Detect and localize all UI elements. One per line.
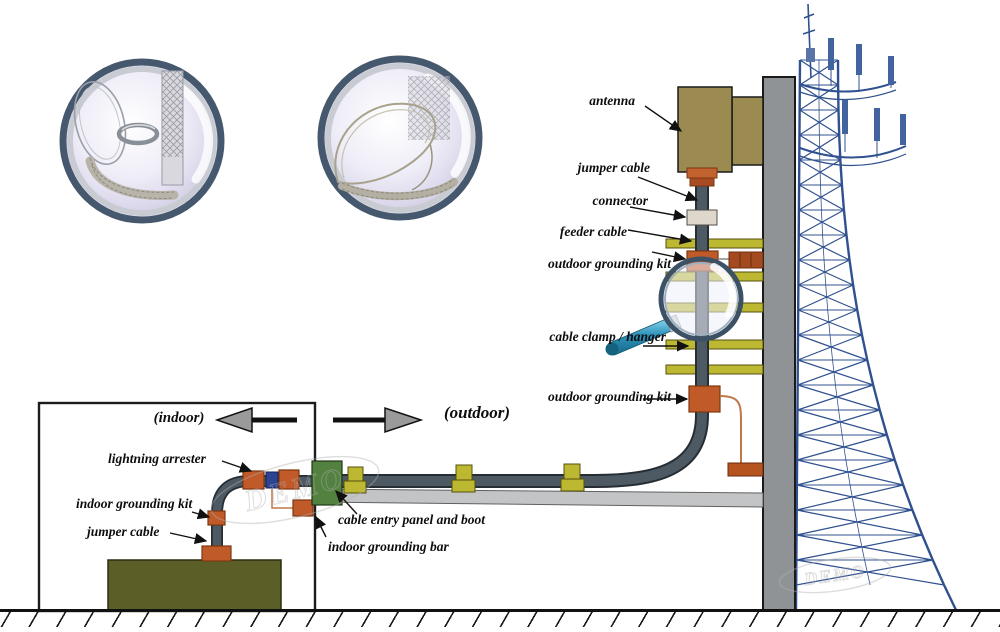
tower-antenna-platforms (799, 38, 907, 167)
jumper-boot (686, 167, 718, 179)
label-indoor-zone: (indoor) (153, 410, 205, 426)
arrow-right-icon (333, 406, 424, 434)
equipment-jumper-connector (201, 545, 232, 562)
lightning-arrester-body (265, 471, 279, 489)
label-cable-entry-panel: cable entry panel and boot (338, 512, 485, 527)
label-jumper-cable-bottom: jumper cable (87, 524, 160, 539)
pole-grounding-bar (727, 462, 764, 477)
hoisting-grip-detail-icon (59, 58, 225, 224)
arrester-block-left (242, 470, 265, 490)
indoor-grounding-bar-block (292, 499, 314, 517)
label-indoor-grounding-kit: indoor grounding kit (76, 496, 193, 511)
label-outdoor-grounding-kit-upper: outdoor grounding kit (547, 256, 671, 271)
ground-hatch (0, 612, 1000, 627)
annotation-arrows (169, 105, 699, 545)
support-pole (762, 76, 796, 612)
label-outdoor-zone: (outdoor) (443, 403, 511, 422)
cable-tray (314, 488, 764, 508)
label-connector: connector (592, 193, 649, 208)
connector-body (686, 209, 718, 226)
feeder-cable-run (342, 180, 709, 488)
antenna-assembly (677, 86, 764, 226)
label-lightning-arrester: lightning arrester (108, 451, 206, 466)
indoor-fittings (201, 460, 343, 562)
arrow-left-icon (214, 406, 297, 434)
ground-line (0, 609, 1000, 612)
label-feeder-cable: feeder cable (559, 224, 627, 239)
antenna-body (677, 86, 733, 173)
jumper-boot-lower (689, 177, 715, 187)
label-cable-clamp-hanger: cable clamp / hanger (549, 329, 666, 344)
magnifier-icon (605, 256, 744, 356)
tray-cable-clamps (343, 463, 585, 494)
arrester-block-right (278, 469, 300, 490)
antenna-bracket (731, 96, 764, 166)
tower-top-mast (802, 3, 816, 79)
hoisting-grip-detail-icon (317, 55, 483, 221)
svg-text:DEMO: DEMO (802, 561, 867, 590)
equipment-cabinet (107, 559, 282, 612)
telecom-tower (794, 3, 958, 611)
label-jumper-cable-top: jumper cable (577, 160, 650, 175)
label-indoor-grounding-bar: indoor grounding bar (328, 539, 449, 554)
label-antenna: antenna (589, 93, 635, 108)
label-outdoor-grounding-kit-lower: outdoor grounding kit (547, 389, 671, 404)
